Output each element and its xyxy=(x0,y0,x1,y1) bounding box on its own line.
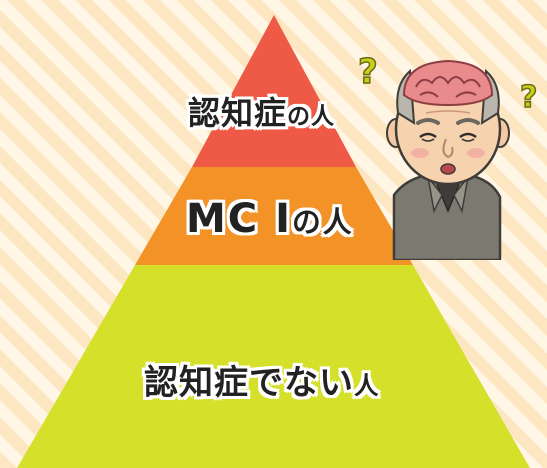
confused-elderly-man-illustration: ? ? xyxy=(357,51,538,260)
svg-text:?: ? xyxy=(520,80,537,115)
svg-text:?: ? xyxy=(358,52,378,92)
label-dementia: 認知症の人 xyxy=(188,94,336,132)
pyramid-level-middle xyxy=(135,167,413,265)
label-mci: MC Iの人 xyxy=(186,196,354,242)
pyramid-level-top xyxy=(192,15,356,167)
brain-icon xyxy=(402,59,494,107)
pyramid-level-bottom xyxy=(17,265,530,468)
label-no-dementia: 認知症でない人 xyxy=(144,363,380,403)
question-mark-icon: ? xyxy=(519,79,538,116)
question-mark-icon: ? xyxy=(357,51,378,93)
